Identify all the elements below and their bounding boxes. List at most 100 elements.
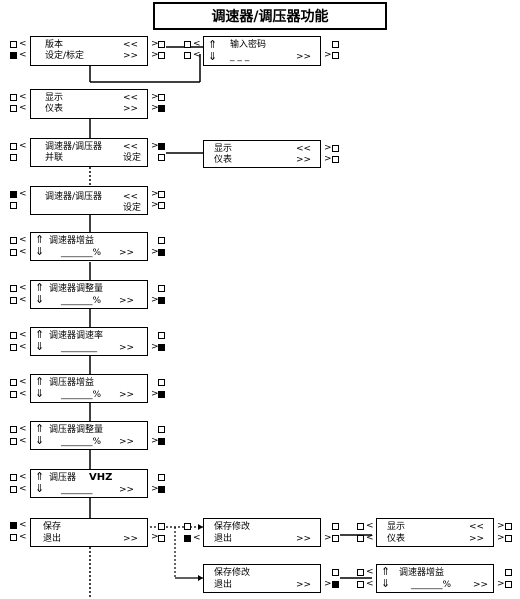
down-arrow-icon: ⇓ — [35, 387, 45, 400]
gt-symbol: > — [151, 389, 159, 399]
param-extra: VHZ — [89, 472, 113, 483]
gt-symbol: > — [151, 436, 159, 446]
up-arrow-icon: ⇑ — [35, 422, 45, 435]
menu-line1-right: << — [123, 93, 139, 103]
indicator-square — [357, 569, 364, 576]
up-arrow-icon: ⇑ — [35, 470, 45, 483]
save-modify-menu-1[interactable]: 保存修改 退出 >> — [203, 518, 321, 547]
param-value[interactable]: _______% — [61, 390, 102, 400]
menu-right: >> — [119, 343, 135, 353]
param-menu[interactable]: ⇑⇓ 调压器增益 _______% >> — [30, 374, 148, 403]
indicator-square — [10, 237, 17, 244]
param-label: 调速器增益 — [399, 568, 445, 578]
lt-symbol: < — [366, 533, 374, 543]
menu-line1-right: << — [123, 192, 139, 202]
gt-symbol: > — [151, 103, 159, 113]
down-arrow-icon: ⇓ — [35, 293, 45, 306]
param-value[interactable]: _______ — [61, 485, 93, 495]
lt-symbol: < — [19, 283, 27, 293]
save-menu[interactable]: 保存 退出 >> — [30, 518, 148, 547]
menu-line1-right: << — [123, 40, 139, 50]
param-value[interactable]: ________ — [61, 343, 97, 353]
indicator-square — [332, 52, 339, 59]
indicator-square-filled — [158, 391, 165, 398]
param-value[interactable]: _______% — [61, 437, 102, 447]
gt-symbol: > — [324, 533, 332, 543]
lt-symbol: < — [19, 92, 27, 102]
indicator-square — [10, 285, 17, 292]
lt-symbol: < — [19, 330, 27, 340]
gt-symbol: > — [324, 579, 332, 589]
governor-gain-final-menu[interactable]: ⇑ ⇓ 调速器增益 _______% >> — [376, 564, 494, 593]
param-value[interactable]: _______% — [411, 580, 452, 590]
param-label: 调速器调速率 — [49, 331, 104, 341]
up-arrow-icon: ⇑ — [35, 375, 45, 388]
param-menu[interactable]: ⇑⇓调速器调速率________>> — [30, 327, 148, 356]
indicator-square — [10, 332, 17, 339]
gt-symbol: > — [497, 533, 505, 543]
lt-symbol: < — [19, 377, 27, 387]
menu-line2: 仪表 — [214, 155, 233, 165]
param-menu[interactable]: ⇑⇓调压器调整量_______%>> — [30, 421, 148, 450]
lt-symbol: < — [193, 50, 201, 60]
gt-symbol: > — [497, 521, 505, 531]
lt-symbol: < — [366, 521, 374, 531]
menu-line2: 退出 — [43, 534, 62, 544]
indicator-square — [184, 41, 191, 48]
menu-right: >> — [119, 437, 135, 447]
indicator-square — [332, 569, 339, 576]
indicator-square-filled — [158, 105, 165, 112]
indicator-square-filled — [158, 486, 165, 493]
menu-line1: 显示 — [214, 144, 233, 154]
indicator-square — [332, 535, 339, 542]
lt-symbol: < — [366, 567, 374, 577]
menu-line2-right: >> — [296, 580, 312, 590]
up-arrow-icon: ⇑ — [35, 233, 45, 246]
menu-line2: 退出 — [214, 534, 233, 544]
display-menu[interactable]: 显示 << 仪表 >> — [30, 89, 148, 119]
indicator-square — [10, 202, 17, 209]
menu-line2-right: >> — [123, 104, 139, 114]
lt-symbol: < — [193, 39, 201, 49]
indicator-square — [158, 332, 165, 339]
indicator-square-filled — [158, 297, 165, 304]
param-menu[interactable]: ⇑⇓调速器调整量_______%>> — [30, 280, 148, 309]
param-label: 调压器增益 — [49, 378, 95, 388]
menu-line2: 设定/标定 — [45, 51, 85, 61]
menu-line2: 仪表 — [387, 534, 406, 544]
indicator-square — [10, 486, 17, 493]
param-value[interactable]: _______% — [61, 296, 102, 306]
gt-symbol: > — [324, 154, 332, 164]
gt-symbol: > — [497, 579, 505, 589]
gt-symbol: > — [324, 50, 332, 60]
menu-right: >> — [119, 390, 135, 400]
param-value[interactable]: _______% — [61, 248, 102, 258]
indicator-square-filled — [10, 522, 17, 529]
password-input[interactable]: _ _ _ — [230, 52, 250, 62]
indicator-square — [158, 191, 165, 198]
governor-set-menu[interactable]: 调速器/调压器 << 设定 — [30, 186, 148, 215]
lt-symbol: < — [19, 141, 27, 151]
gt-symbol: > — [151, 189, 159, 199]
password-menu[interactable]: ⇑ ⇓ 输入密码 _ _ _ >> — [203, 36, 321, 66]
param-label: 调压器调整量 — [49, 425, 104, 435]
menu-line2-right: >> — [469, 534, 485, 544]
save-modify-menu-2[interactable]: 保存修改 退出 >> — [203, 564, 321, 593]
indicator-square — [158, 379, 165, 386]
down-arrow-icon: ⇓ — [381, 577, 391, 590]
menu-right: >> — [473, 580, 489, 590]
display-final-menu[interactable]: 显示 << 仪表 >> — [376, 518, 494, 547]
governor-parallel-menu[interactable]: 调速器/调压器 << 并联 设定 — [30, 138, 148, 167]
indicator-square — [158, 285, 165, 292]
indicator-square — [505, 523, 512, 530]
display-sub-menu[interactable]: 显示 << 仪表 >> — [203, 140, 321, 168]
indicator-square — [158, 94, 165, 101]
menu-line1: 保存修改 — [214, 568, 251, 578]
up-arrow-icon: ⇑ — [208, 38, 218, 51]
param-menu[interactable]: ⇑⇓调速器增益_______%>> — [30, 232, 148, 261]
menu-line1: 显示 — [387, 522, 406, 532]
indicator-square — [10, 379, 17, 386]
version-setup-menu[interactable]: 版本 << 设定/标定 >> — [30, 36, 148, 66]
